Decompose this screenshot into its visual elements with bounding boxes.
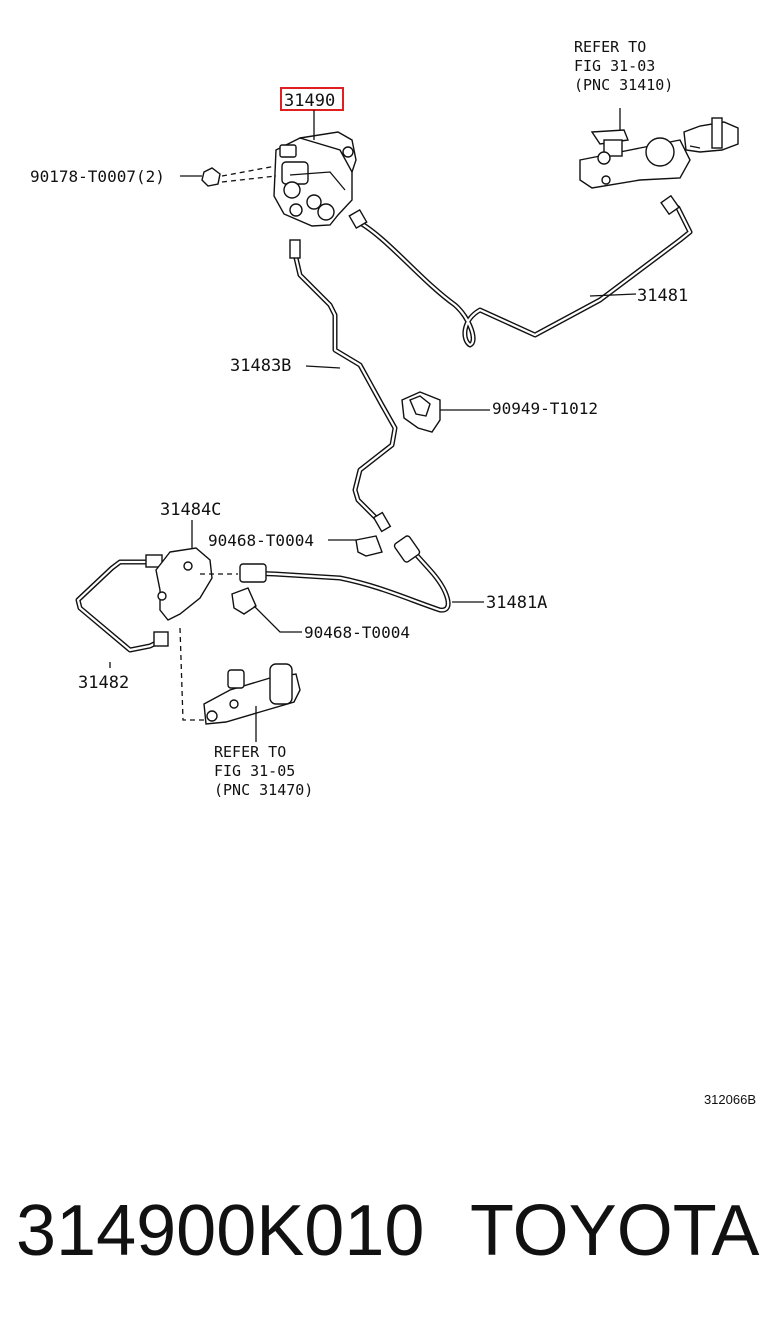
- refer-bottom-line-1: REFER TO: [214, 743, 286, 761]
- clip-upper-icon: [355, 535, 383, 557]
- hose-31481A: [243, 547, 451, 613]
- caption-brand: TOYOTA: [470, 1191, 759, 1271]
- part-label-31482: 31482: [78, 673, 129, 693]
- part-label-90468-upper: 90468-T0004: [208, 531, 314, 550]
- part-label-90949: 90949-T1012: [492, 399, 598, 418]
- refer-top-line-3: (PNC 31410): [574, 76, 673, 94]
- clip-lower-icon: [231, 587, 257, 615]
- slave-cylinder-icon: [203, 663, 301, 725]
- bolt-icon: [201, 167, 221, 187]
- refer-top-line-1: REFER TO: [574, 38, 646, 56]
- caption-part-number: 314900K010: [16, 1191, 424, 1271]
- part-label-31481: 31481: [637, 286, 688, 306]
- part-label-31490: 31490: [284, 91, 335, 111]
- refer-bottom-line-3: (PNC 31470): [214, 781, 313, 799]
- pipe-31481: [352, 201, 693, 348]
- pipe-31483B: [293, 255, 398, 531]
- part-label-31481A: 31481A: [486, 593, 547, 613]
- part-label-31483B: 31483B: [230, 356, 291, 376]
- refer-top-line-2: FIG 31-03: [574, 57, 655, 75]
- part-label-90468-lower: 90468-T0004: [304, 623, 410, 642]
- fitting-nut-icon: [145, 194, 680, 647]
- master-cylinder-icon: [579, 117, 739, 189]
- part-label-90178: 90178-T0007(2): [30, 167, 165, 186]
- bracket-icon: [155, 547, 213, 621]
- highlight-box: [280, 87, 344, 111]
- clutch-valve-assembly-icon: [273, 131, 357, 227]
- refer-bottom-line-2: FIG 31-05: [214, 762, 295, 780]
- pipe-31482: [75, 559, 165, 653]
- drawing-id: 312066B: [704, 1092, 756, 1107]
- part-label-31484C: 31484C: [160, 500, 221, 520]
- clip-icon: [401, 391, 441, 433]
